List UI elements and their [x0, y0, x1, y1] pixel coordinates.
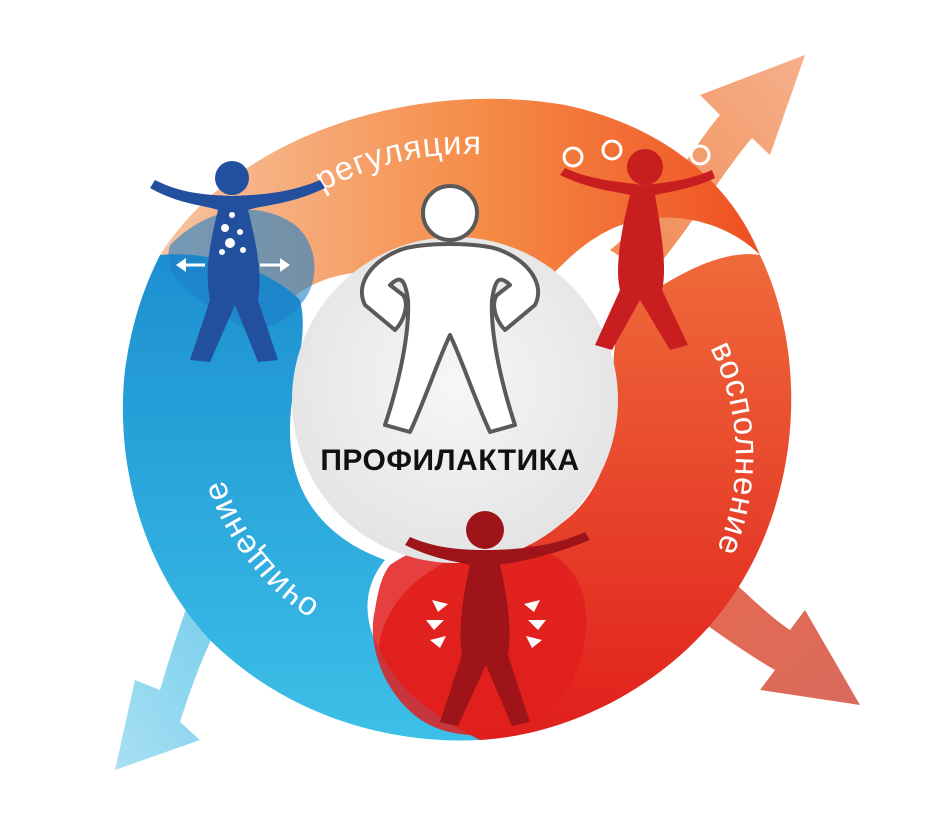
person-juggling-red-icon	[560, 139, 715, 350]
center-circle	[292, 237, 618, 563]
person-standing-hands-on-hips-icon	[359, 184, 541, 434]
center-label: ПРОФИЛАКТИКА	[320, 444, 579, 477]
person-arms-raised-red-icon	[405, 511, 590, 726]
segment-cleansing	[122, 254, 481, 741]
person-arms-out-blue-icon	[150, 161, 325, 362]
